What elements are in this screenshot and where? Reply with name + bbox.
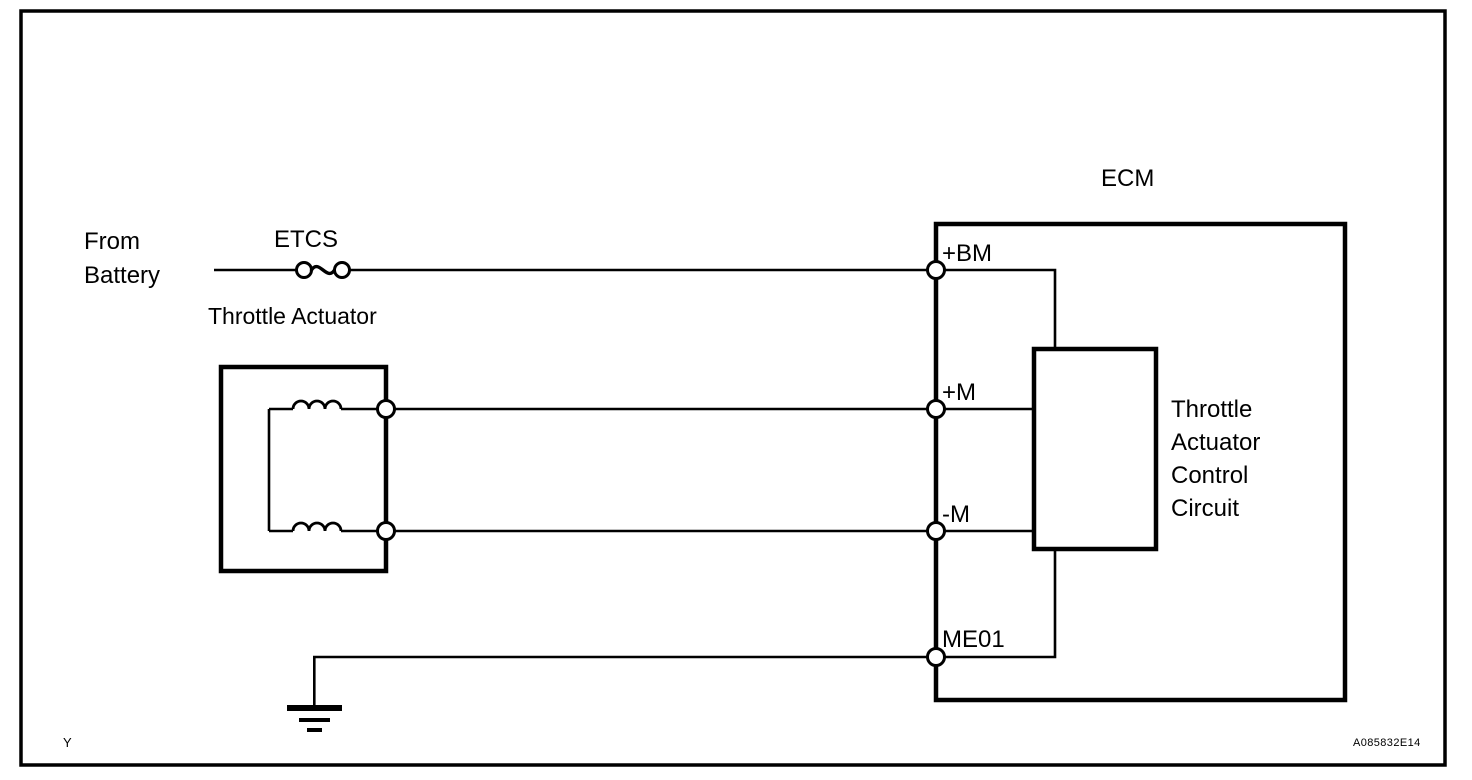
ecm-terminal-label-minusM: -M (942, 501, 970, 528)
diagram-reference-code: A085832E14 (1353, 737, 1421, 749)
fuse-sublabel: Throttle Actuator (208, 303, 377, 329)
control-circuit-label-line2: Actuator (1171, 429, 1261, 456)
fuse-terminal-right-icon (333, 261, 351, 279)
ecm-terminal-bm-icon (926, 260, 946, 280)
ecm-terminal-label-me01: ME01 (942, 626, 1005, 653)
ecm-terminal-label-bm: +BM (942, 240, 993, 267)
fuse-label: ETCS (274, 226, 339, 253)
page-border (19, 9, 1447, 767)
actuator-coil-lower-icon (291, 521, 343, 532)
ecm-terminal-label-plusM: +M (942, 379, 977, 406)
ecm-terminal-minusM-icon (926, 521, 946, 541)
actuator-terminal-lower-icon (376, 521, 396, 541)
ecm-box (933, 221, 1348, 703)
throttle-actuator-control-circuit-block (1031, 346, 1159, 552)
source-label-line1: From (84, 228, 140, 255)
actuator-coil-upper-icon (291, 399, 343, 410)
fuse-terminal-left-icon (295, 261, 313, 279)
corner-marker-label: Y (63, 735, 72, 750)
ecm-internal-wire-me01 (936, 548, 1057, 659)
control-circuit-label-line1: Throttle (1171, 396, 1253, 423)
ecm-terminal-plusM-icon (926, 399, 946, 419)
throttle-actuator-box (218, 364, 389, 574)
source-label-line2: Battery (84, 262, 161, 289)
actuator-terminal-upper-icon (376, 399, 396, 419)
ecm-label: ECM (1101, 165, 1155, 192)
ecm-internal-wire-bm (936, 268, 1057, 350)
fuse-wave-icon (309, 264, 337, 276)
control-circuit-label-line3: Control (1171, 462, 1249, 489)
ecm-terminal-me01-icon (926, 647, 946, 667)
control-circuit-label-line4: Circuit (1171, 495, 1240, 522)
